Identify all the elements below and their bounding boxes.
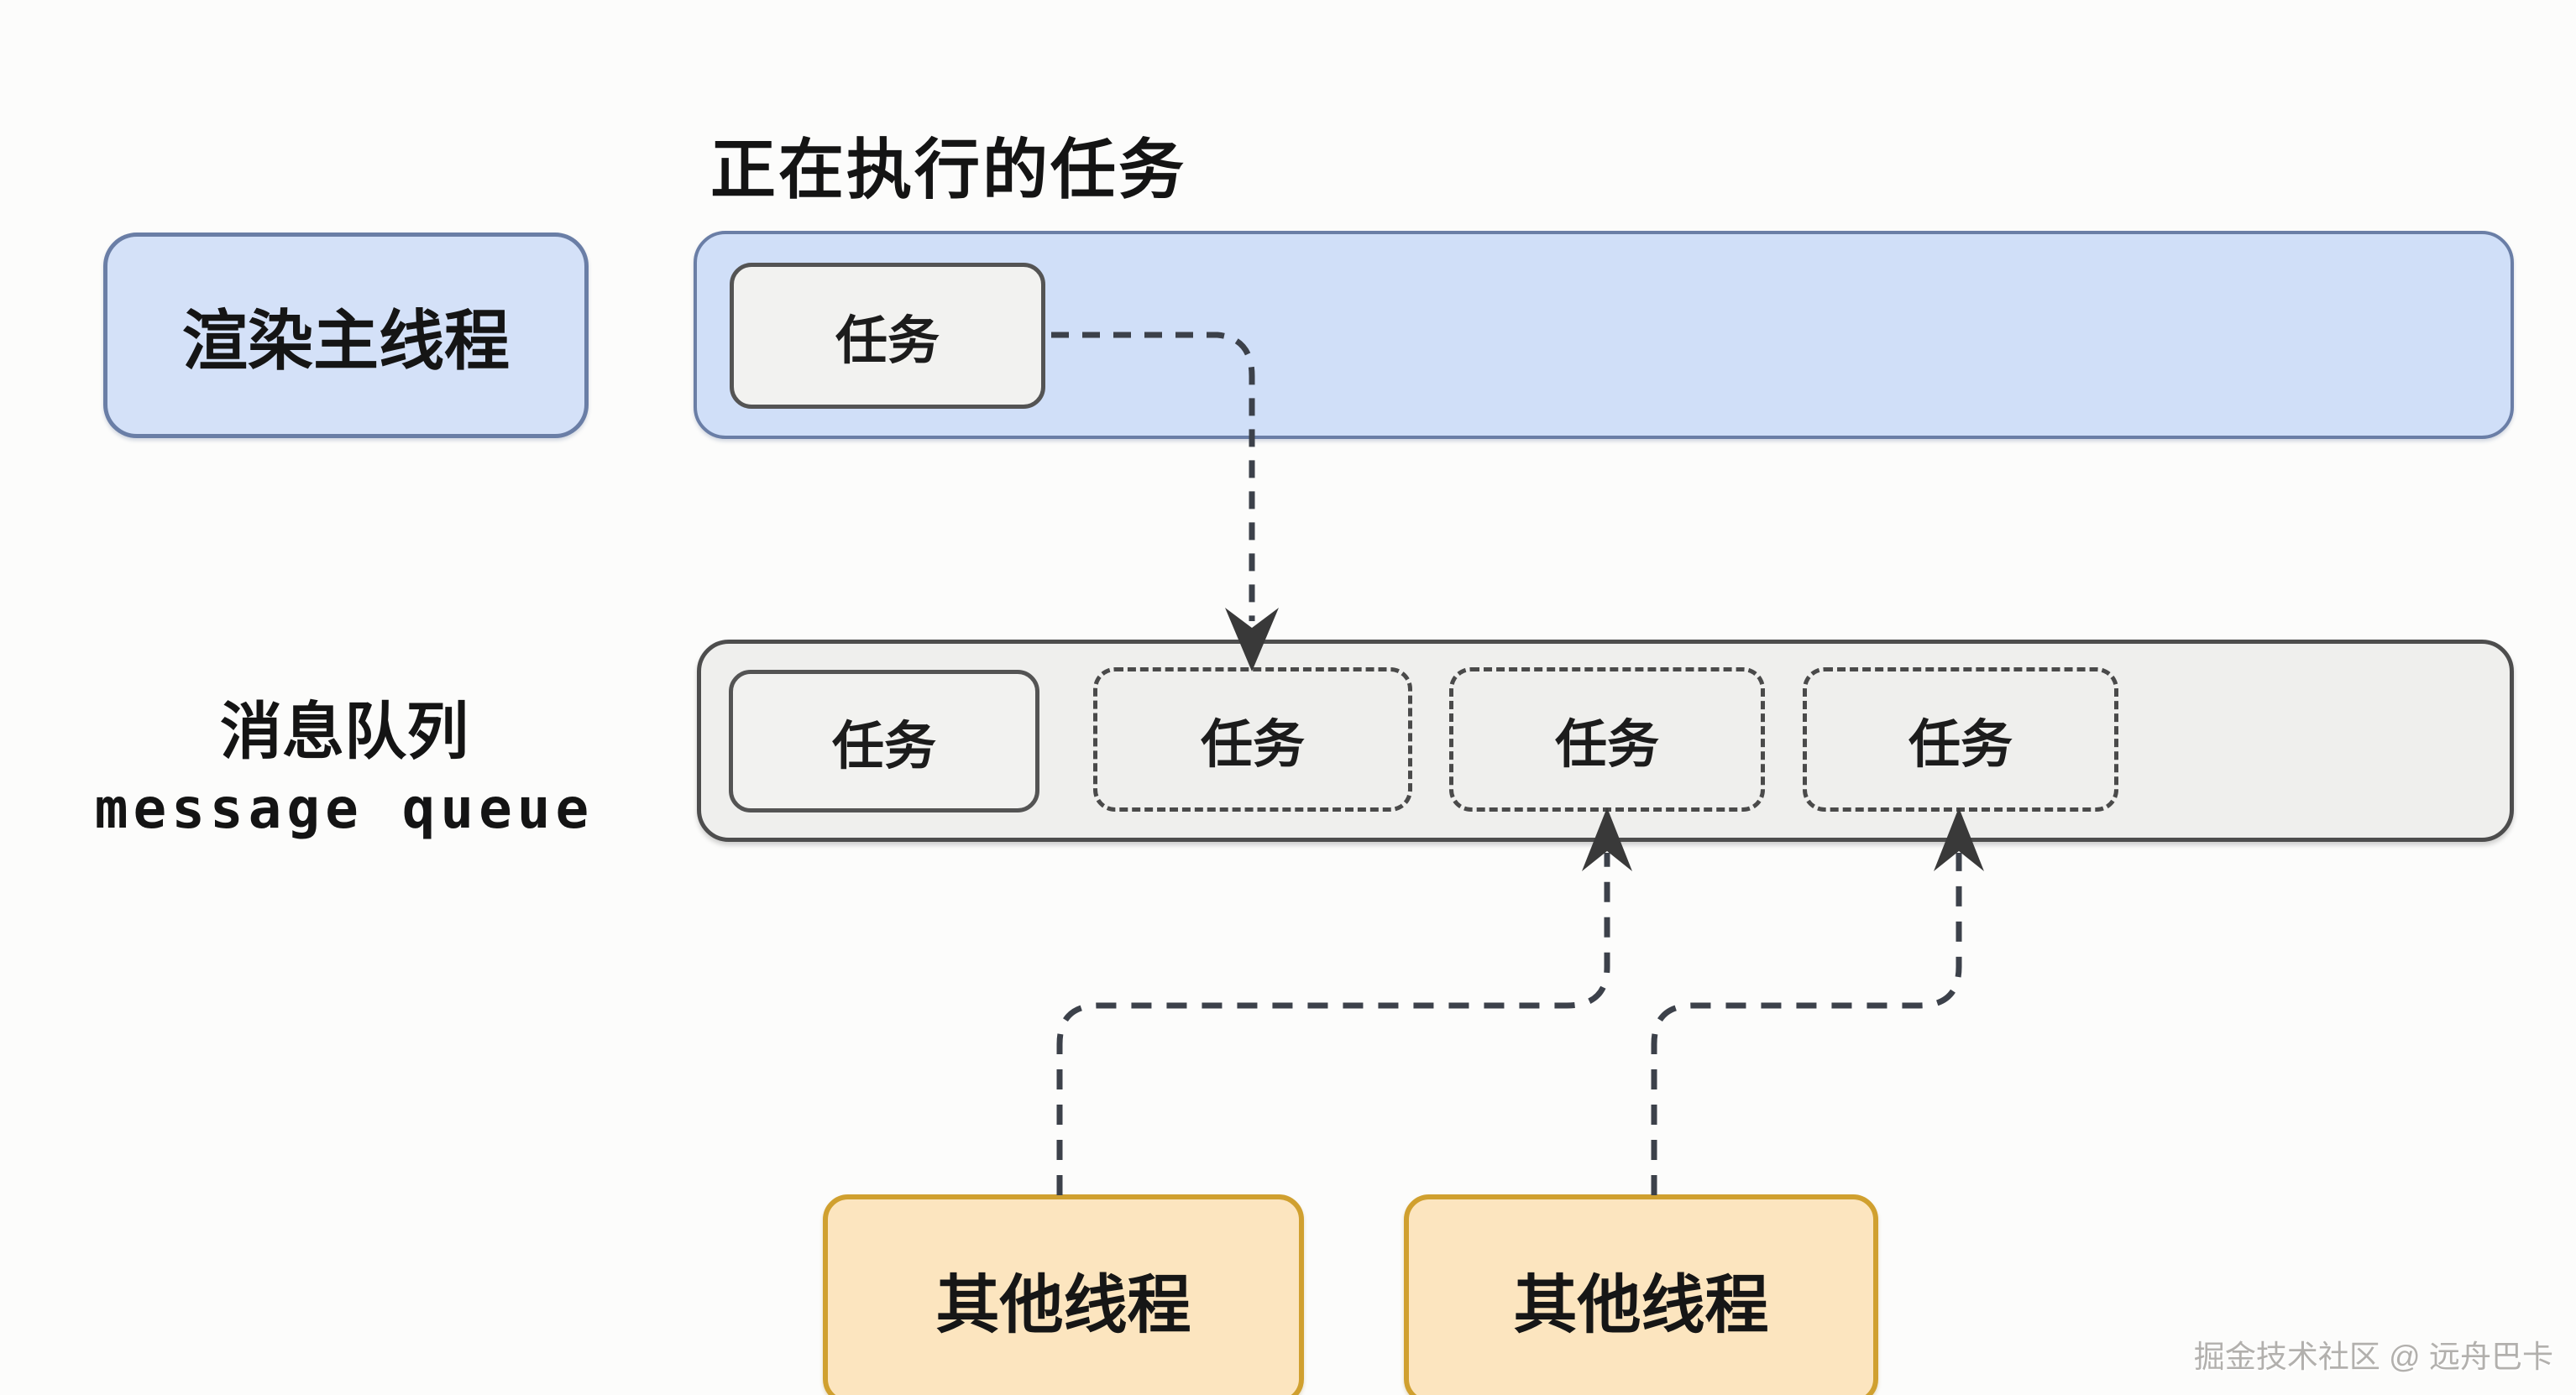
other-thread-label-1: 其他线程 bbox=[935, 1270, 1191, 1341]
queue-task-label-1: 任务 bbox=[831, 718, 936, 776]
queue-task-box-1: 任务 bbox=[729, 670, 1039, 812]
queue-task-label-3: 任务 bbox=[1554, 716, 1659, 774]
queue-task-box-3: 任务 bbox=[1449, 667, 1765, 812]
watermark: 掘金技术社区 @ 远舟巴卡 bbox=[2193, 1340, 2553, 1374]
running-task-box: 任务 bbox=[730, 263, 1045, 409]
arrow-other-thread-2-to-queue bbox=[1651, 807, 1984, 1195]
queue-task-box-2: 任务 bbox=[1093, 667, 1412, 812]
arrow-other-thread-1-to-queue bbox=[1056, 807, 1632, 1195]
render-main-thread-box: 渲染主线程 bbox=[103, 232, 589, 438]
other-thread-label-2: 其他线程 bbox=[1513, 1270, 1769, 1341]
other-thread-box-2: 其他线程 bbox=[1404, 1194, 1878, 1395]
executing-task-title: 正在执行的任务 bbox=[710, 133, 1187, 206]
queue-task-label-2: 任务 bbox=[1200, 716, 1305, 774]
render-main-thread-label: 渲染主线程 bbox=[181, 303, 510, 378]
watermark-clipped: 掘金技术社区 @ 远舟巴卡 bbox=[1945, 1381, 2527, 1395]
queue-task-label-4: 任务 bbox=[1908, 716, 2013, 774]
queue-task-box-4: 任务 bbox=[1803, 667, 2118, 812]
queue-label-en: message queue bbox=[94, 776, 594, 841]
other-thread-box-1: 其他线程 bbox=[823, 1194, 1304, 1395]
running-task-label: 任务 bbox=[835, 312, 940, 370]
queue-label-cn: 消息队列 bbox=[220, 697, 469, 766]
